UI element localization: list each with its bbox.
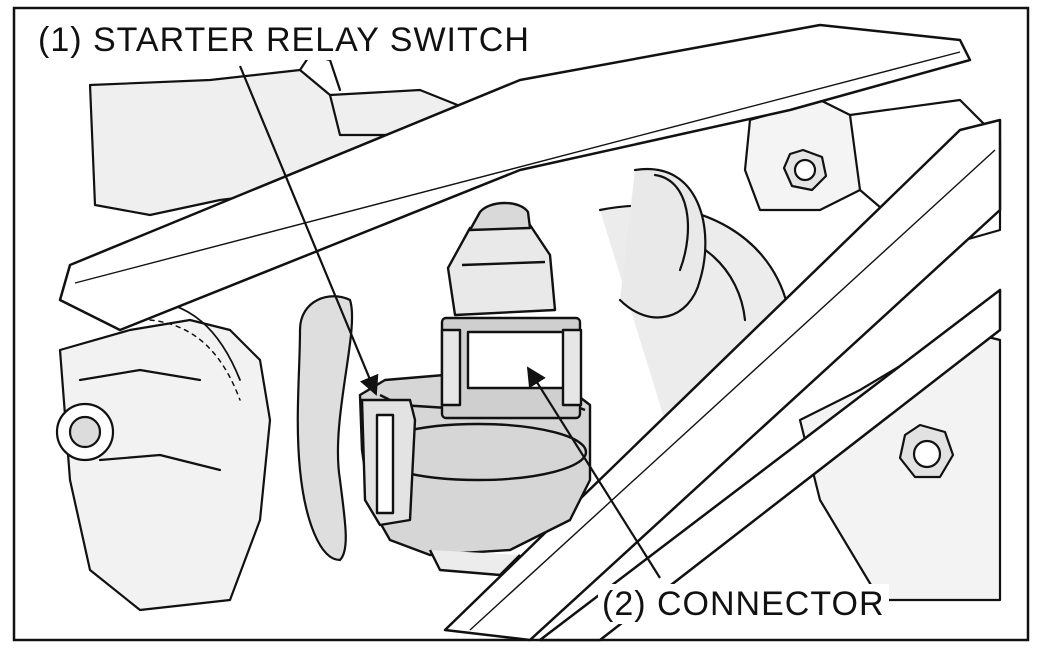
lower-bolt <box>898 423 955 479</box>
leader-lines <box>238 65 661 579</box>
callout-starter-relay-switch: (1) STARTER RELAY SWITCH <box>34 20 534 60</box>
callout-connector: (2) CONNECTOR <box>598 584 889 624</box>
frame-tubes <box>58 23 1002 642</box>
leader-line-relay <box>238 65 379 396</box>
upper-bolt <box>782 148 828 192</box>
leader-line-connector <box>526 366 661 579</box>
relay-connector <box>440 201 583 420</box>
